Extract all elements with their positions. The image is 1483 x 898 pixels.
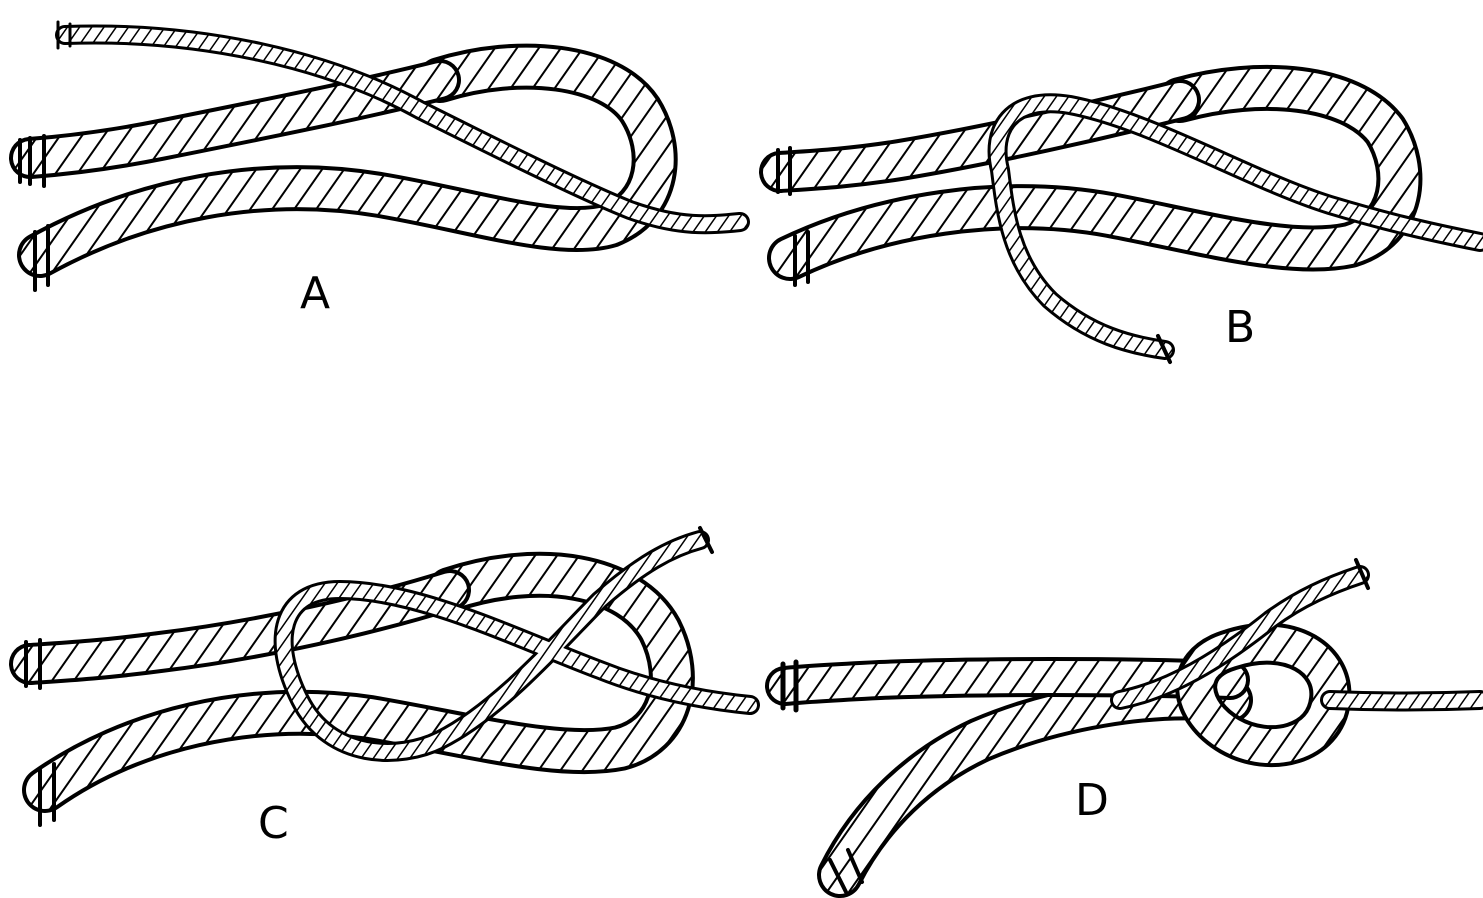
panel-d-label: D (1075, 775, 1109, 826)
panel-b: B (778, 88, 1480, 362)
rope-tightened-knot-step-d-icon (783, 560, 1480, 892)
rope-loop-step-b-icon (778, 88, 1480, 362)
rope-loop-step-a-icon (20, 22, 740, 290)
panel-c: C (26, 528, 750, 849)
panel-b-label: B (1225, 302, 1255, 353)
panel-a-label: A (300, 268, 330, 319)
rope-figure-eight-step-c-icon (26, 528, 750, 825)
panel-c-label: C (258, 798, 289, 849)
panel-a: A (20, 22, 740, 319)
panel-d: D (783, 560, 1480, 892)
